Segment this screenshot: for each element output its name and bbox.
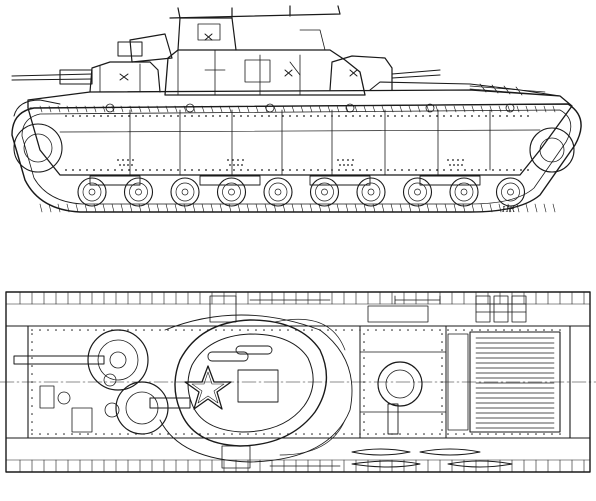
hull-belt <box>59 129 541 133</box>
front-turret-gun-top <box>13 355 105 365</box>
front-hatches <box>39 385 93 433</box>
road-wheel <box>77 177 107 207</box>
turret-ring <box>159 314 353 463</box>
hull-marking <box>119 73 129 81</box>
rear-toolboxes <box>475 295 527 323</box>
track-links <box>39 105 556 213</box>
track-outline <box>11 103 582 213</box>
return-roller <box>505 103 515 113</box>
main-turret <box>164 49 366 96</box>
top-view <box>0 291 596 473</box>
road-wheels <box>77 177 526 207</box>
star-icon <box>184 365 232 410</box>
rear-turret-gun-top <box>387 403 399 435</box>
front-mudguard <box>13 99 61 117</box>
deck-rivets <box>31 329 561 435</box>
road-wheel <box>309 177 340 207</box>
suspension-bogies <box>89 175 481 186</box>
grille-louvres <box>475 337 555 429</box>
return-roller <box>345 103 355 113</box>
return-roller <box>185 103 195 113</box>
tow-cables <box>351 448 513 468</box>
rear-turret-top <box>377 361 423 407</box>
road-wheel <box>263 177 293 207</box>
return-roller <box>425 103 435 113</box>
turret-marking-right <box>284 69 293 77</box>
engine-deck-panel <box>359 325 447 439</box>
front-turret-gun <box>11 69 93 85</box>
main-gun-mantlet <box>129 33 173 63</box>
return-roller <box>105 103 115 113</box>
road-wheel <box>495 177 526 207</box>
rear-turret-marking <box>349 69 358 77</box>
cupola-hatch <box>197 23 221 41</box>
return-rollers <box>105 103 515 113</box>
front-turret-top <box>87 329 149 391</box>
road-wheel <box>449 177 479 207</box>
fender-line <box>29 103 569 109</box>
main-gun-top <box>149 397 191 409</box>
road-wheel <box>356 177 386 207</box>
rear-turret-gun <box>391 69 441 79</box>
turret-hatch-top <box>237 369 279 403</box>
road-wheel <box>216 177 247 207</box>
fender-stowage <box>209 295 341 469</box>
main-gun <box>117 41 143 57</box>
road-wheel <box>123 177 154 207</box>
track-left-top <box>5 291 591 327</box>
turret-cupola <box>177 17 237 51</box>
artist-signature: HR <box>501 205 515 214</box>
radiator-grille <box>469 331 561 433</box>
main-turret-top <box>174 319 328 447</box>
side-view: HR <box>11 5 582 214</box>
rear-small-turret <box>329 55 393 91</box>
road-wheel <box>402 177 433 207</box>
front-small-turret <box>89 61 161 93</box>
road-wheel <box>170 177 200 207</box>
turret-marking-left <box>204 33 213 41</box>
engine-deck <box>369 81 561 97</box>
antenna-rail <box>169 5 341 19</box>
idler-wheel <box>13 123 63 173</box>
hull-panel-seams <box>129 109 491 176</box>
return-roller <box>265 103 275 113</box>
turret-details <box>204 29 326 83</box>
rivet-rows <box>65 115 529 171</box>
track-inner <box>21 109 572 205</box>
drive-sprocket <box>529 127 575 173</box>
rear-louvres <box>469 83 551 96</box>
